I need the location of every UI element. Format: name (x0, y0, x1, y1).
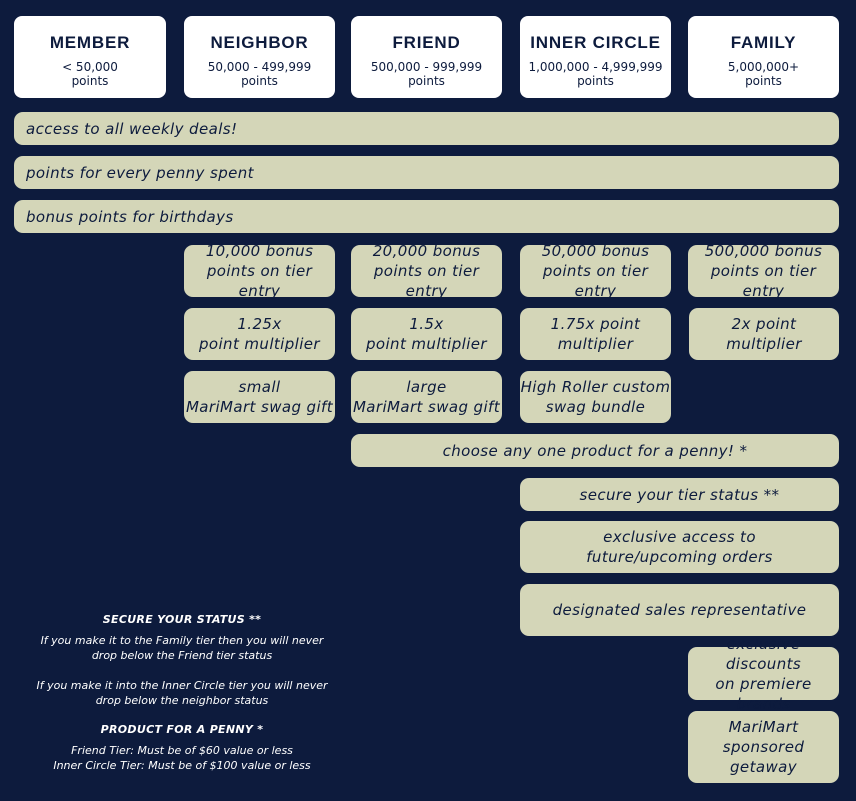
benefit-label: designated sales representative (552, 601, 807, 619)
benefit-sales-rep: designated sales representative (520, 584, 839, 636)
penny-product-heading: PRODUCT FOR A PENNY * (100, 723, 264, 736)
benefit-label: exclusive discounts on premiere brands (715, 634, 812, 713)
benefit-label: MariMart sponsored getaway (722, 718, 805, 776)
benefit-label: exclusive access to future/upcoming orde… (586, 528, 773, 566)
benefit-label: points for every penny spent (26, 163, 254, 182)
benefit-multiplier-friend: 1.5x point multiplier (351, 308, 502, 360)
benefit-label: 1.75x point multiplier (550, 315, 641, 353)
footnotes: SECURE YOUR STATUS ** If you make it to … (14, 612, 350, 773)
benefit-getaway: MariMart sponsored getaway (688, 711, 839, 783)
tier-range: 500,000 - 999,999 (370, 60, 483, 74)
tier-card-family: FAMILY 5,000,000+ points (688, 16, 839, 98)
benefit-secure-status: secure your tier status ** (520, 478, 839, 511)
tier-name: FRIEND (392, 33, 461, 52)
tier-unit: points (71, 74, 109, 88)
benefit-label: 50,000 bonus points on tier entry (541, 242, 650, 300)
benefit-penny-product: choose any one product for a penny! * (351, 434, 839, 467)
tier-unit: points (241, 74, 278, 88)
benefit-label: small MariMart swag gift (185, 378, 334, 416)
benefit-weekly-deals: access to all weekly deals! (14, 112, 839, 145)
benefit-entry-bonus-family: 500,000 bonus points on tier entry (688, 242, 839, 300)
benefit-label: 1.25x point multiplier (198, 315, 320, 353)
benefit-label: 1.5x point multiplier (365, 315, 487, 353)
benefit-label: 2x point multiplier (726, 315, 802, 353)
benefit-label: large MariMart swag gift (352, 378, 501, 416)
tier-name: NEIGHBOR (210, 33, 309, 52)
benefit-label: 20,000 bonus points on tier entry (372, 242, 481, 300)
tier-range: 5,000,000+ (727, 60, 800, 74)
benefit-multiplier-neighbor: 1.25x point multiplier (184, 308, 335, 360)
penny-product-note-2: Inner Circle Tier: Must be of $100 value… (53, 759, 311, 772)
benefit-birthday-bonus: bonus points for birthdays (14, 200, 839, 233)
benefit-label: High Roller custom swag bundle (520, 378, 671, 416)
tier-range: 1,000,000 - 4,999,999 (528, 60, 663, 74)
benefit-label: 10,000 bonus points on tier entry (205, 242, 314, 300)
benefit-entry-bonus-inner-circle: 50,000 bonus points on tier entry (520, 242, 671, 300)
tier-unit: points (745, 74, 782, 88)
tier-card-member: MEMBER < 50,000 points (14, 16, 166, 98)
benefit-label: choose any one product for a penny! * (442, 441, 748, 460)
benefit-exclusive-discounts: exclusive discounts on premiere brands (688, 635, 839, 713)
penny-product-note-1: Friend Tier: Must be of $60 value or les… (71, 744, 293, 757)
secure-status-note-1: If you make it to the Family tier then y… (40, 634, 324, 662)
tier-card-friend: FRIEND 500,000 - 999,999 points (351, 16, 502, 98)
benefit-entry-bonus-neighbor: 10,000 bonus points on tier entry (184, 242, 335, 300)
benefit-label: secure your tier status ** (579, 485, 780, 504)
tier-name: FAMILY (730, 33, 797, 52)
benefit-multiplier-inner-circle: 1.75x point multiplier (520, 308, 671, 360)
tier-name: INNER CIRCLE (530, 33, 661, 52)
tier-range: 50,000 - 499,999 (207, 60, 312, 74)
benefit-swag-inner-circle: High Roller custom swag bundle (520, 371, 671, 423)
benefit-swag-neighbor: small MariMart swag gift (184, 371, 335, 423)
tier-name: MEMBER (49, 33, 131, 52)
tier-card-inner-circle: INNER CIRCLE 1,000,000 - 4,999,999 point… (520, 16, 671, 98)
secure-status-note-2: If you make it into the Inner Circle tie… (36, 679, 328, 707)
tier-card-neighbor: NEIGHBOR 50,000 - 499,999 points (184, 16, 335, 98)
benefit-label: access to all weekly deals! (26, 119, 238, 138)
benefit-label: 500,000 bonus points on tier entry (704, 242, 823, 300)
benefit-points-per-penny: points for every penny spent (14, 156, 839, 189)
benefit-label: bonus points for birthdays (26, 207, 234, 226)
tier-unit: points (577, 74, 614, 88)
benefit-multiplier-family: 2x point multiplier (689, 308, 839, 360)
benefit-exclusive-access: exclusive access to future/upcoming orde… (520, 521, 839, 573)
benefit-swag-friend: large MariMart swag gift (351, 371, 502, 423)
tier-unit: points (408, 74, 445, 88)
benefit-entry-bonus-friend: 20,000 bonus points on tier entry (351, 242, 502, 300)
tier-range: < 50,000 (62, 60, 118, 74)
secure-status-heading: SECURE YOUR STATUS ** (102, 613, 262, 626)
